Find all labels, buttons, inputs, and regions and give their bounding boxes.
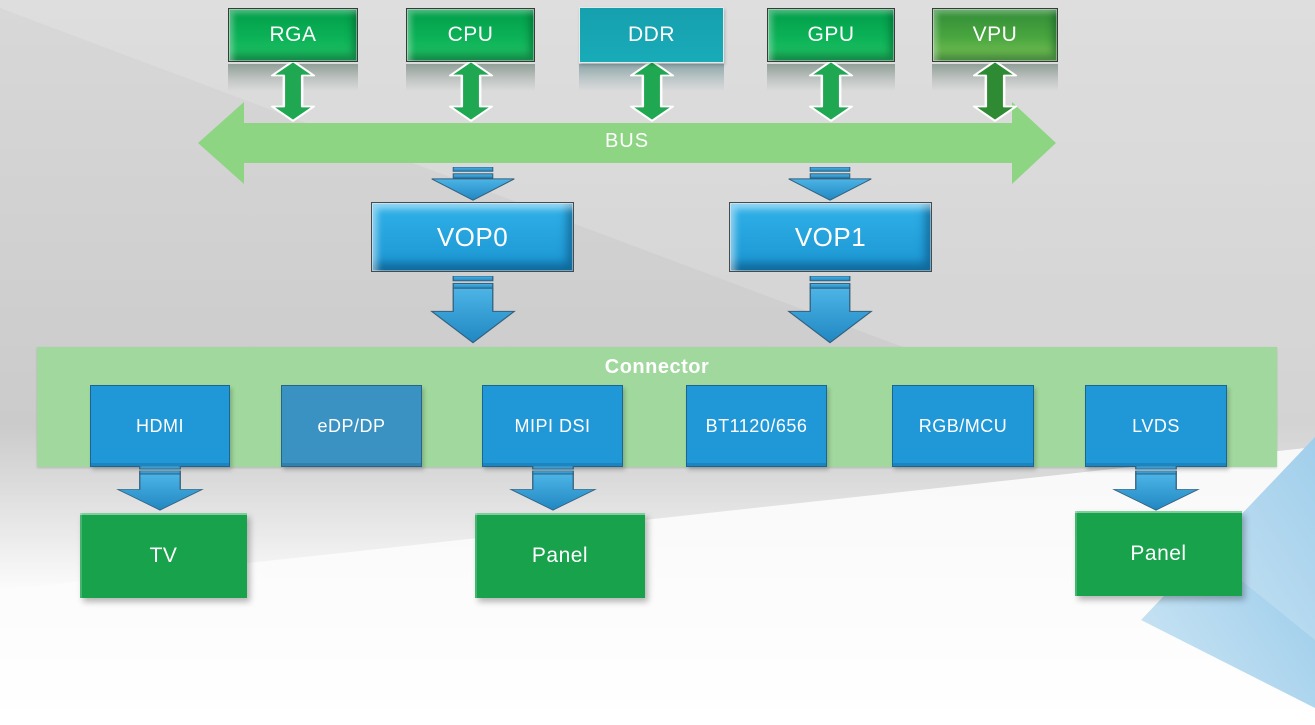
block-vop1-label: VOP1 — [794, 221, 867, 252]
device-panel-lvds-label: Panel — [1130, 541, 1187, 565]
gpu-bus-bidirectional-arrow-icon — [806, 60, 856, 122]
interface-bt1120-656-label: BT1120/656 — [705, 415, 808, 436]
cpu-bus-bidirectional-arrow-icon — [446, 60, 496, 122]
device-panel-mipi-label: Panel — [531, 543, 589, 567]
interface-lvds: LVDS — [1085, 385, 1227, 467]
hdmi-to-tv-arrow-icon — [116, 466, 204, 511]
device-panel-lvds: Panel — [1075, 511, 1242, 596]
block-ddr-label: DDR — [628, 23, 675, 46]
block-rga: RGA — [228, 8, 358, 62]
block-vpu: VPU — [932, 8, 1058, 62]
interface-mipi-dsi: MIPI DSI — [482, 385, 623, 467]
block-rga-label: RGA — [269, 23, 317, 46]
block-vop0: VOP0 — [371, 202, 574, 272]
device-tv: TV — [80, 513, 247, 598]
device-tv-label: TV — [149, 543, 178, 567]
block-cpu-label: CPU — [447, 23, 494, 46]
interface-rgb-mcu: RGB/MCU — [892, 385, 1034, 467]
vpu-bus-bidirectional-arrow-icon — [970, 60, 1020, 122]
vop1-to-connector-arrow-icon — [787, 276, 873, 344]
block-vpu-label: VPU — [972, 23, 1018, 46]
interface-hdmi-label: HDMI — [136, 415, 184, 436]
bus-label: BUS — [604, 130, 650, 152]
interface-rgb-mcu-label: RGB/MCU — [918, 415, 1008, 436]
block-gpu: GPU — [767, 8, 895, 62]
block-gpu-label: GPU — [807, 23, 855, 46]
vop0-to-connector-arrow-icon — [430, 276, 516, 344]
mipi-dsi-to-panel-arrow-icon — [509, 466, 597, 511]
interface-lvds-label: LVDS — [1132, 415, 1180, 436]
block-vop0-label: VOP0 — [436, 221, 509, 252]
interface-mipi-dsi-label: MIPI DSI — [514, 415, 591, 436]
lvds-to-panel-arrow-icon — [1112, 466, 1200, 511]
interface-edp-dp-label: eDP/DP — [317, 415, 386, 436]
interface-hdmi: HDMI — [90, 385, 230, 467]
bus-to-vop1-arrow-icon — [787, 167, 873, 201]
interface-bt1120-656: BT1120/656 — [686, 385, 827, 467]
device-panel-mipi: Panel — [475, 513, 645, 598]
ddr-bus-bidirectional-arrow-icon — [627, 60, 677, 122]
block-cpu: CPU — [406, 8, 535, 62]
block-ddr: DDR — [579, 7, 724, 63]
bus-arrow — [198, 102, 1056, 184]
bus-to-vop0-arrow-icon — [430, 167, 516, 201]
connector-band: Connector — [37, 347, 1277, 467]
interface-edp-dp: eDP/DP — [281, 385, 422, 467]
block-vop1: VOP1 — [729, 202, 932, 272]
connector-title: Connector — [604, 356, 710, 378]
rga-bus-bidirectional-arrow-icon — [268, 60, 318, 122]
